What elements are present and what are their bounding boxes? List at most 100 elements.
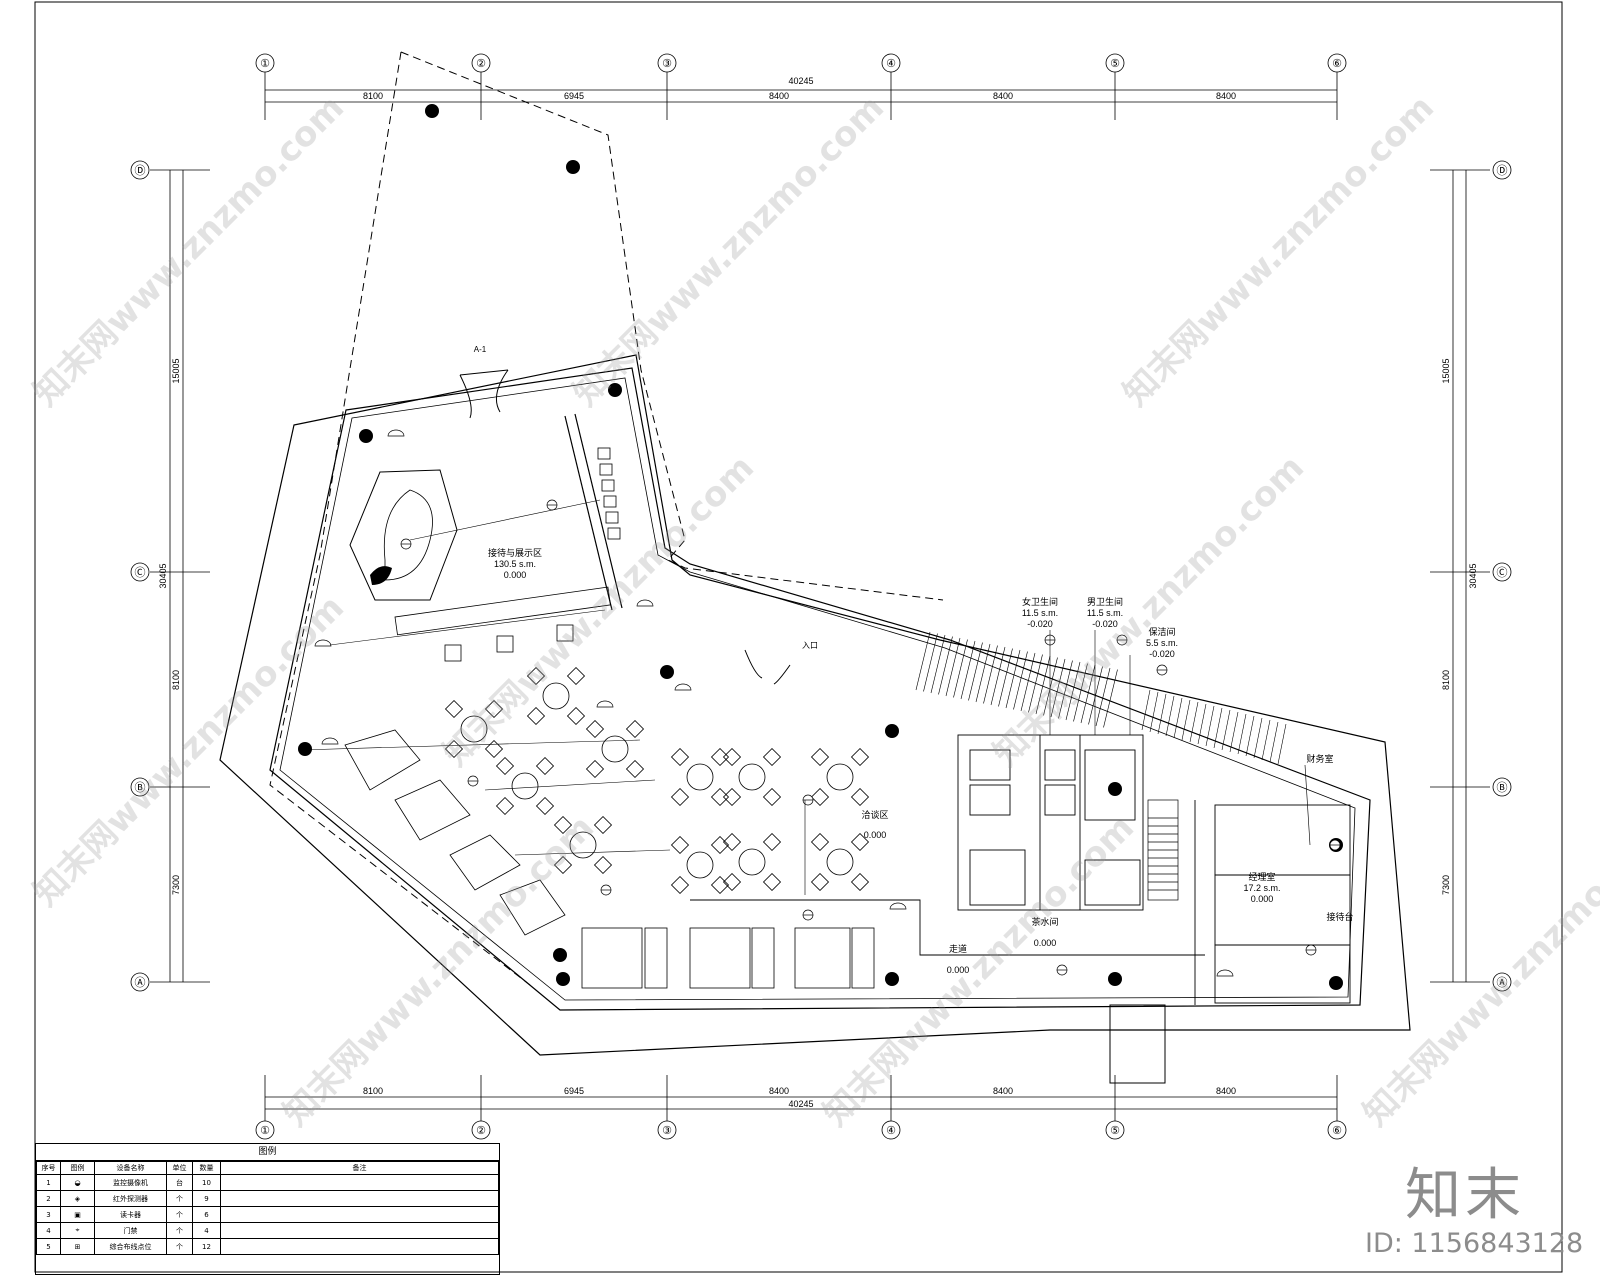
stair-tread xyxy=(1073,663,1088,722)
square-table-sets xyxy=(444,447,621,662)
left-total: 30405 xyxy=(158,563,168,588)
chair xyxy=(670,787,690,807)
room-negotiation-level: 0.000 xyxy=(864,830,887,840)
chair xyxy=(495,796,515,816)
legend-cell-unit: 个 xyxy=(166,1190,193,1207)
stair-tread xyxy=(1269,721,1279,763)
stair-tread xyxy=(1013,651,1028,710)
chair xyxy=(670,835,690,855)
grid-row-a-right: Ⓐ xyxy=(1497,976,1508,989)
top-span-2: 6945 xyxy=(564,91,584,101)
grid-col-5-bottom: ⑤ xyxy=(1110,1125,1120,1137)
round-table xyxy=(511,772,539,800)
legend-header-symbol: 图例 xyxy=(60,1161,95,1175)
brand-logo: 知末 xyxy=(1405,1163,1525,1228)
entrance-label: A-1 xyxy=(474,345,487,354)
room-reception-name: 接待与展示区 xyxy=(488,547,542,558)
display-stand xyxy=(496,635,514,653)
legend-grid: 序号 图例 设备名称 单位 数量 备注 1 ◒ 监控摄像机 台 10 2 ◈ 红… xyxy=(36,1161,499,1255)
display-stand xyxy=(444,644,462,662)
legend-header-note: 备注 xyxy=(220,1161,499,1175)
room-cleaning-level: -0.020 xyxy=(1149,649,1175,659)
legend-cell-no: 3 xyxy=(36,1206,61,1223)
grid-col-2-bottom: ② xyxy=(476,1125,486,1137)
legend-cell-qty: 4 xyxy=(192,1222,221,1239)
round-table xyxy=(601,735,629,763)
structural-column xyxy=(566,160,580,174)
chair xyxy=(535,796,555,816)
left-span-1: 15005 xyxy=(171,358,181,383)
stair-tread xyxy=(1245,715,1255,757)
chair xyxy=(484,739,504,759)
legend-cell-unit: 个 xyxy=(166,1206,193,1223)
cctv-camera-icon xyxy=(596,700,614,708)
legend-header-unit: 单位 xyxy=(166,1161,193,1175)
stair-tread xyxy=(1173,697,1183,739)
legend-cell-symbol: ⊞ xyxy=(60,1238,95,1255)
lounge-chair xyxy=(603,495,617,508)
grid-row-b: Ⓑ xyxy=(135,781,146,794)
building-inner-wall xyxy=(269,367,1371,1011)
diagonal-sofa-booths xyxy=(344,729,566,936)
stair-tread xyxy=(1205,705,1215,747)
stair-tread xyxy=(1095,667,1111,727)
chair xyxy=(810,787,830,807)
grid-row-b-right: Ⓑ xyxy=(1497,781,1508,794)
round-tables xyxy=(444,666,870,895)
site-boundary-dashed-2 xyxy=(269,51,531,986)
chair xyxy=(535,756,555,776)
legend-cell-qty: 12 xyxy=(192,1238,221,1255)
building-outer-wall xyxy=(219,354,1411,1056)
chair xyxy=(670,747,690,767)
structural-column xyxy=(425,104,439,118)
rock-sculpture xyxy=(383,489,433,581)
cctv-camera-icon xyxy=(1216,969,1234,977)
building-inner-wall-2 xyxy=(279,377,1356,1001)
structural-column xyxy=(298,742,312,756)
stair-tread xyxy=(1181,699,1191,741)
grid-col-1: ① xyxy=(260,58,270,70)
lounge-chair xyxy=(605,511,619,524)
bottom-span-3: 8400 xyxy=(769,1086,789,1096)
top-span-1: 8100 xyxy=(363,91,383,101)
round-table xyxy=(460,715,488,743)
room-finance-name: 财务室 xyxy=(1306,753,1333,764)
legend-header-name: 设备名称 xyxy=(94,1161,167,1175)
stair-tread xyxy=(1043,657,1058,716)
chair xyxy=(762,747,782,767)
cctv-camera-icon xyxy=(674,683,692,691)
structural-column xyxy=(885,724,899,738)
chair xyxy=(585,719,605,739)
legend-cell-unit: 个 xyxy=(166,1222,193,1239)
stair-tread xyxy=(1261,719,1271,761)
chair xyxy=(722,747,742,767)
chair xyxy=(762,832,782,852)
chair xyxy=(625,719,645,739)
room-tea-level: 0.000 xyxy=(1034,938,1057,948)
lounge-chair xyxy=(597,447,611,460)
legend-cell-note xyxy=(220,1238,499,1255)
room-cleaning-area: 5.5 s.m. xyxy=(1146,638,1178,648)
chair xyxy=(495,756,515,776)
site-boundary-dashed xyxy=(400,51,944,601)
chair xyxy=(566,666,586,686)
lounge-chair xyxy=(599,463,613,476)
legend-cell-symbol: ◈ xyxy=(60,1190,95,1207)
top-total-dimension: 40245 xyxy=(788,76,813,86)
stair-tread xyxy=(1277,723,1287,765)
stair-tread xyxy=(1165,695,1175,737)
chair xyxy=(722,787,742,807)
right-total: 30405 xyxy=(1468,563,1478,588)
round-table xyxy=(826,763,854,791)
room-corridor-level: 0.000 xyxy=(947,965,970,975)
sheet-border xyxy=(34,1,1563,1273)
grid-bubbles-right xyxy=(1492,160,1512,992)
room-reception-level: 0.000 xyxy=(504,570,527,580)
chair xyxy=(710,787,730,807)
top-span-3: 8400 xyxy=(769,91,789,101)
room-tea-name: 茶水间 xyxy=(1031,916,1058,927)
stair-tread xyxy=(1253,717,1263,759)
stair-tread xyxy=(1197,703,1207,745)
legend-cell-no: 5 xyxy=(36,1238,61,1255)
bottom-span-1: 8100 xyxy=(363,1086,383,1096)
